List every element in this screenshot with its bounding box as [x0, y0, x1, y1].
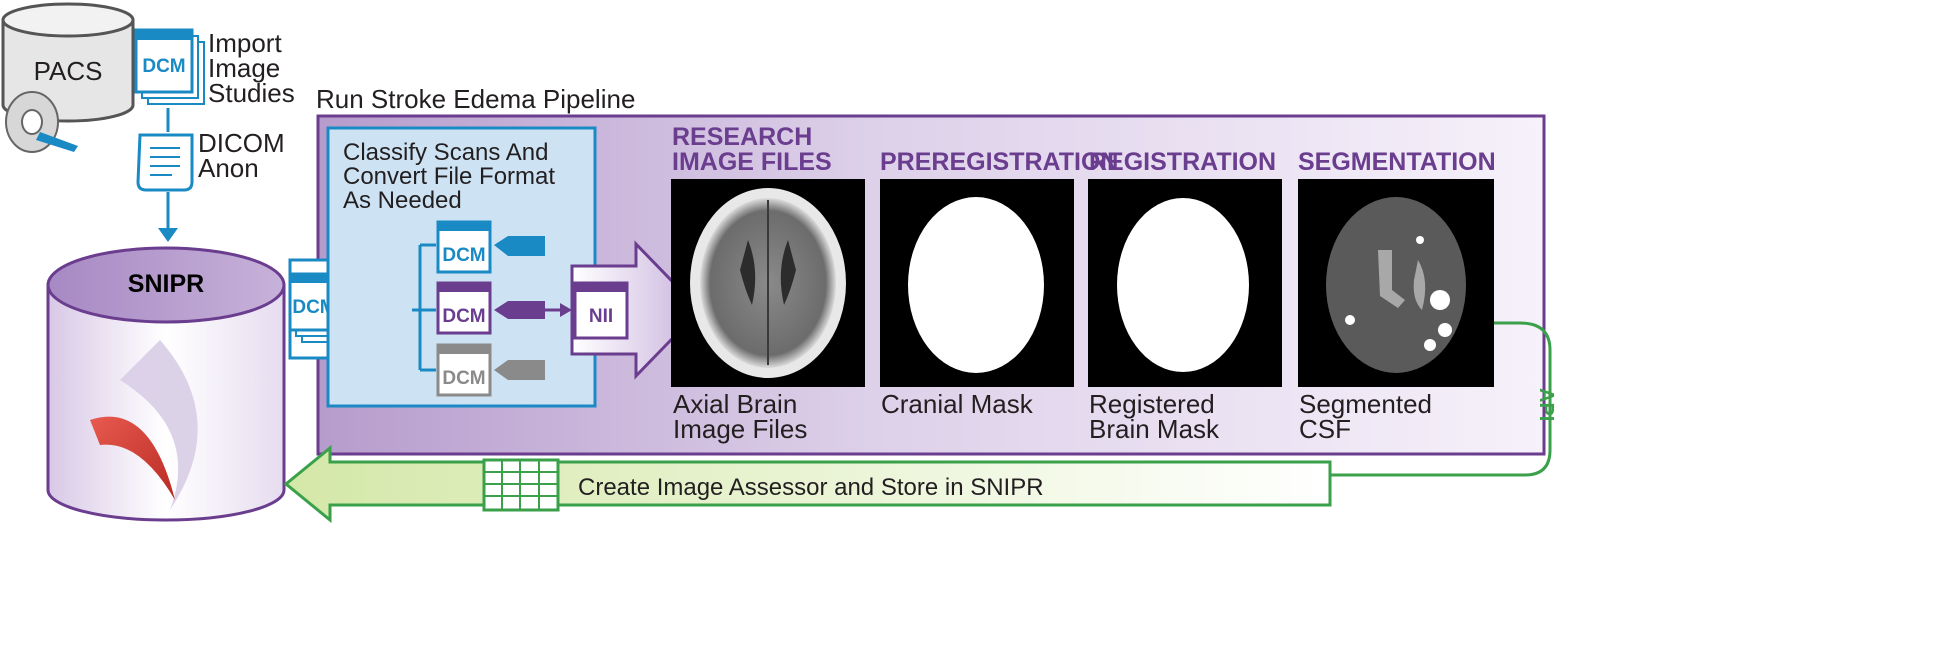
tag-blue-icon	[494, 236, 545, 256]
stage-research-caption-line1: Axial Brain	[673, 389, 797, 419]
classify-line3: As Needed	[343, 187, 462, 214]
snipr-database-icon: SNIPR	[46, 246, 286, 522]
spreadsheet-icon	[482, 458, 560, 512]
stage-segmentation-caption-line1: Segmented	[1299, 389, 1432, 419]
input-file-label: DCM	[292, 297, 335, 318]
tag-gray-icon	[494, 360, 545, 380]
api-label: API	[1535, 388, 1557, 421]
import-file-label: DCM	[142, 56, 185, 77]
registered-brain-mask-image	[1088, 179, 1282, 387]
anon-document-icon	[136, 133, 194, 192]
nii-file-icon: NII	[573, 281, 629, 340]
dcm-file-gray-label: DCM	[442, 368, 485, 389]
stage-segmentation-header: SEGMENTATION	[1298, 148, 1496, 176]
import-dcm-icon: DCM	[134, 28, 205, 105]
stage-research-caption-line2: Image Files	[673, 414, 807, 444]
stage-preregistration-caption: Cranial Mask	[881, 389, 1034, 419]
disc-icon	[5, 91, 78, 153]
dcm-file-purple: DCM	[436, 281, 572, 335]
stage-registration-caption-line2: Brain Mask	[1089, 414, 1220, 444]
tag-purple-icon	[494, 301, 545, 319]
stage-research-header-line1: RESEARCH	[672, 123, 812, 151]
import-label-line2: Image	[208, 53, 280, 83]
classify-line2: Convert File Format	[343, 163, 555, 190]
axial-brain-image	[671, 179, 865, 387]
dcm-file-gray: DCM	[436, 343, 545, 397]
classify-line1: Classify Scans And	[343, 139, 548, 166]
anon-label-line2: Anon	[198, 153, 259, 183]
nii-arrow	[570, 240, 703, 380]
stage-registration-header: REGISTRATION	[1089, 148, 1276, 176]
stage-preregistration-header: PREREGISTRATION	[880, 148, 1118, 176]
stage-research-header-line2: IMAGE FILES	[672, 148, 832, 176]
import-label-line3: Studies	[208, 78, 295, 108]
store-label: Create Image Assessor and Store in SNIPR	[578, 474, 1044, 501]
api-connector	[1330, 321, 1552, 477]
dcm-file-blue-label: DCM	[442, 245, 485, 266]
segmented-csf-image	[1298, 179, 1494, 387]
nii-file-label: NII	[589, 306, 613, 327]
dcm-file-blue: DCM	[436, 220, 545, 274]
pacs-label: PACS	[34, 56, 103, 86]
cranial-mask-image	[880, 179, 1074, 387]
branch-connector	[412, 243, 436, 372]
stage-registration-caption-line1: Registered	[1089, 389, 1215, 419]
dcm-file-purple-label: DCM	[442, 306, 485, 327]
snipr-label: SNIPR	[128, 270, 204, 298]
down-arrow-icon	[158, 228, 178, 242]
anon-label-line1: DICOM	[198, 128, 285, 158]
pipeline-title: Run Stroke Edema Pipeline	[316, 84, 635, 114]
stage-segmentation-caption-line2: CSF	[1299, 414, 1351, 444]
import-label-line1: Import	[208, 28, 282, 58]
